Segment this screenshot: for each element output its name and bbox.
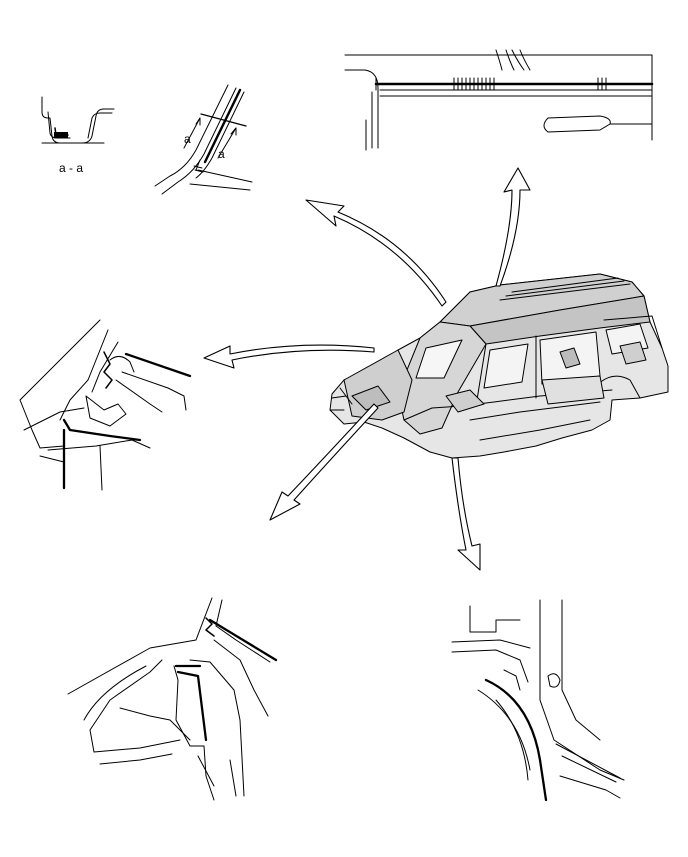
pillar-seam-detail — [154, 84, 253, 195]
front-wheelhouse-detail — [67, 597, 278, 801]
section-a-a-detail — [41, 96, 115, 144]
section-caption: a - a — [59, 161, 84, 175]
front-pillar-detail — [19, 319, 192, 491]
rear-wheelhouse-detail — [451, 599, 625, 802]
sealer-ticks — [375, 77, 607, 91]
arrow-to-pillar-detail — [305, 199, 447, 307]
arrow-to-front-pillar — [203, 344, 375, 369]
arrow-label-left: a — [184, 132, 191, 146]
arrow-label-right: a — [218, 147, 225, 161]
arrow-to-wheelhouse — [269, 403, 379, 521]
vehicle-body-shell — [329, 273, 669, 459]
roof-rail-detail — [344, 49, 654, 151]
arrow-to-rear-pillar — [451, 457, 481, 571]
arrow-to-roof-rail — [495, 167, 531, 287]
sealer-bead-icon — [54, 132, 68, 138]
pointer-arrows — [203, 167, 531, 571]
